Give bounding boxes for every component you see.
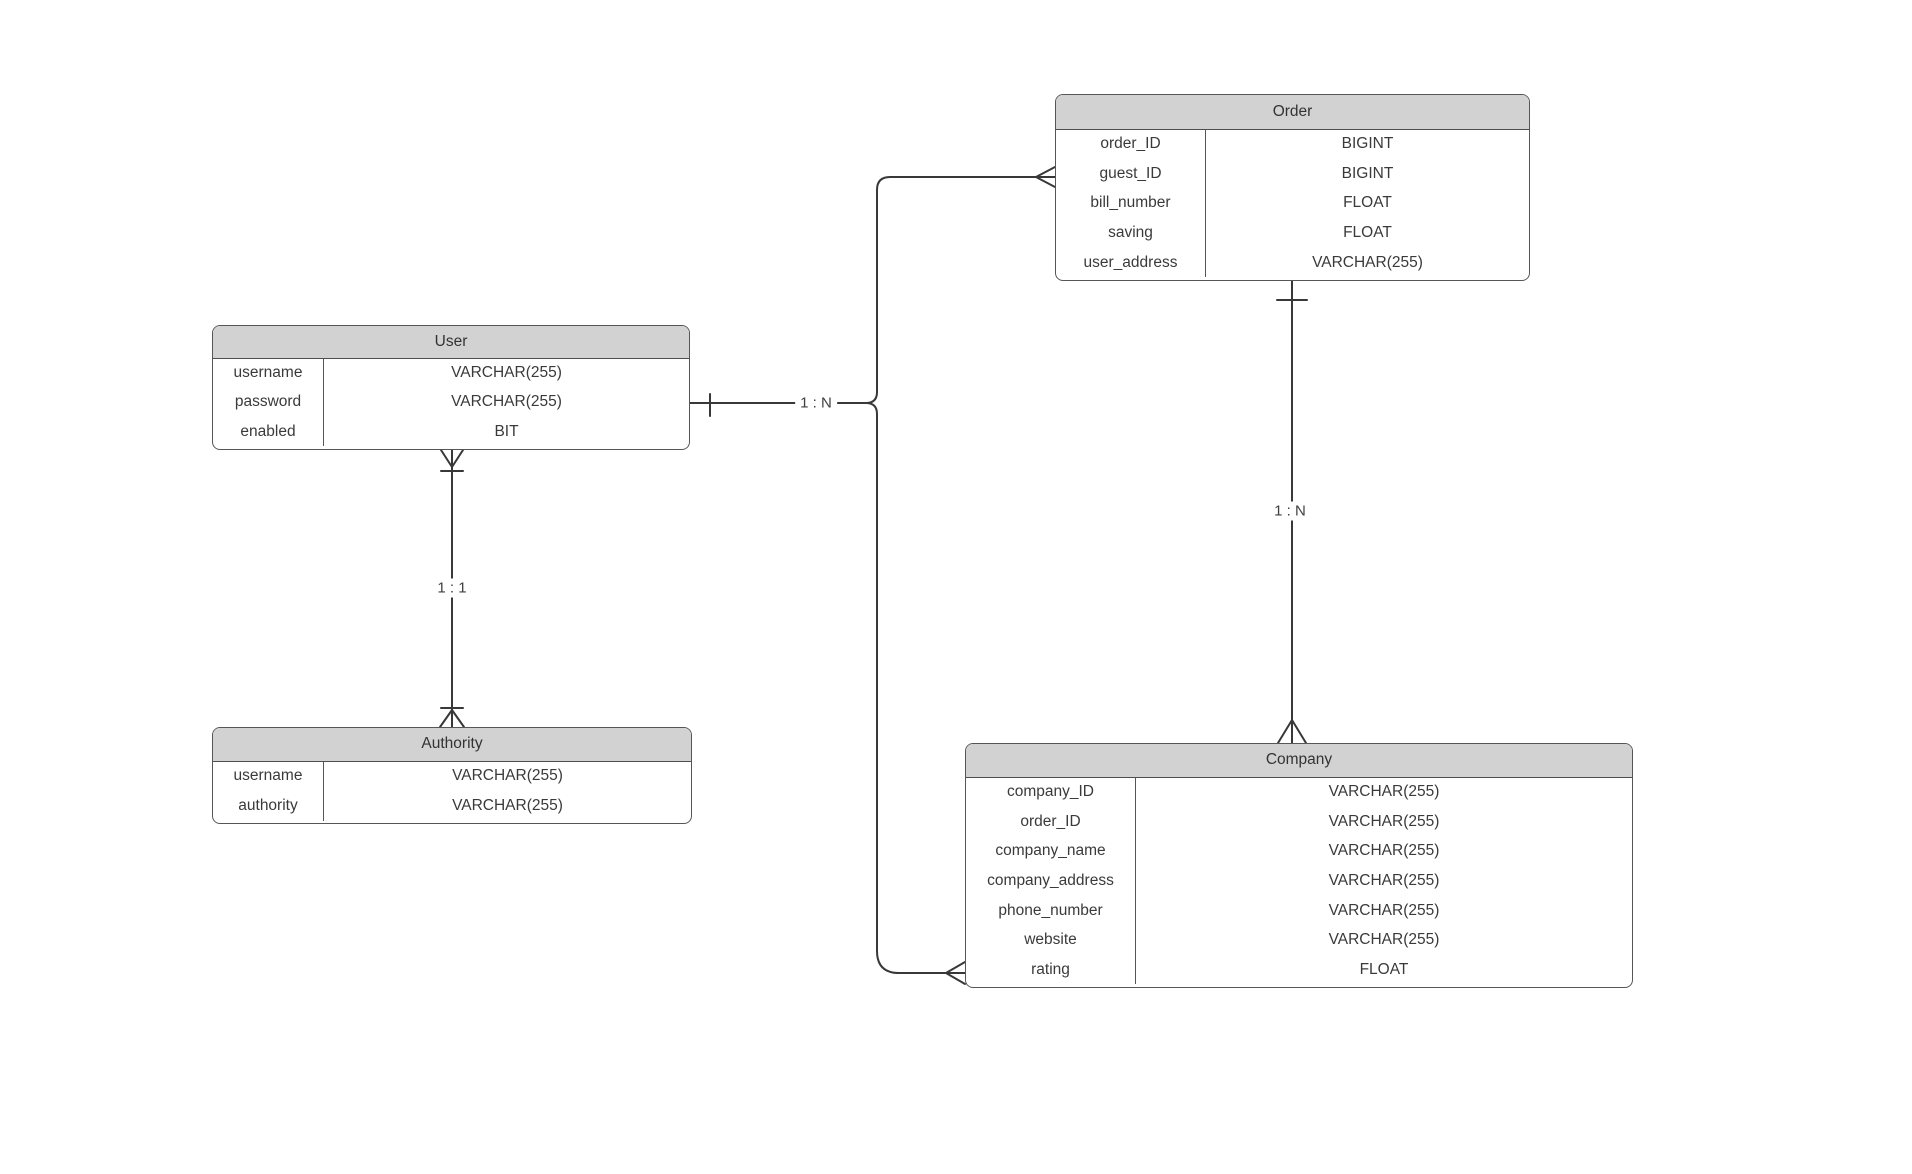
entity-field-row[interactable]: username VARCHAR(255): [213, 358, 689, 388]
relation-label-user-authority: 1 : 1: [432, 578, 472, 598]
entity-field-row[interactable]: company_ID VARCHAR(255): [966, 777, 1632, 808]
entity-field-list: company_ID VARCHAR(255) order_ID VARCHAR(25…: [966, 777, 1632, 985]
edge-user-company[interactable]: [865, 402, 966, 985]
field-name: rating: [966, 954, 1136, 985]
entity-field-row[interactable]: saving FLOAT: [1056, 218, 1529, 248]
crow-foot-user-end: [440, 449, 464, 472]
field-type: VARCHAR(255): [451, 364, 562, 382]
field-type: VARCHAR(255): [452, 767, 563, 785]
field-name: user_address: [1056, 247, 1206, 278]
entity-field-row[interactable]: order_ID BIGINT: [1056, 129, 1529, 160]
field-type: VARCHAR(255): [1328, 812, 1440, 830]
entity-title: User: [213, 326, 689, 359]
entity-title: Company: [966, 744, 1632, 778]
relation-label-user-order: 1 : N: [795, 393, 837, 413]
field-name: website: [966, 925, 1136, 955]
entity-field-row[interactable]: user_address VARCHAR(255): [1056, 247, 1529, 278]
field-name: company_ID: [966, 777, 1136, 808]
entity-field-row[interactable]: company_name VARCHAR(255): [966, 836, 1632, 867]
entity-field-row[interactable]: rating FLOAT: [966, 954, 1632, 985]
entity-field-row[interactable]: guest_ID BIGINT: [1056, 159, 1529, 189]
field-type: VARCHAR(255): [1328, 931, 1440, 949]
field-type: VARCHAR(255): [1328, 842, 1440, 860]
field-type: VARCHAR(255): [1312, 253, 1423, 271]
entity-field-row[interactable]: bill_number FLOAT: [1056, 188, 1529, 219]
field-name: phone_number: [966, 895, 1136, 926]
crow-foot-authority-end: [439, 707, 465, 728]
field-type: VARCHAR(255): [451, 393, 562, 411]
edge-user-order-line[interactable]: [689, 176, 1037, 404]
field-name: password: [213, 387, 324, 418]
crow-foot-order-end: [1035, 166, 1056, 188]
field-name: authority: [213, 791, 324, 821]
field-name: saving: [1056, 218, 1206, 248]
field-type: FLOAT: [1343, 224, 1392, 242]
entity-field-row[interactable]: authority VARCHAR(255): [213, 791, 691, 821]
field-type: VARCHAR(255): [1328, 871, 1440, 889]
entity-field-row[interactable]: order_ID VARCHAR(255): [966, 807, 1632, 837]
field-name: username: [213, 761, 324, 791]
crow-foot-company-left-end: [945, 961, 966, 985]
field-type: FLOAT: [1343, 194, 1392, 212]
field-name: company_address: [966, 866, 1136, 896]
entity-field-row[interactable]: company_address VARCHAR(255): [966, 866, 1632, 896]
entity-title: Authority: [213, 728, 691, 762]
relation-label-order-company: 1 : N: [1269, 501, 1311, 521]
entity-field-row[interactable]: website VARCHAR(255): [966, 925, 1632, 955]
field-type: BIT: [494, 422, 519, 440]
field-name: guest_ID: [1056, 159, 1206, 189]
crow-foot-company-top-end: [1277, 719, 1307, 744]
field-type: VARCHAR(255): [1328, 901, 1440, 919]
entity-field-row[interactable]: password VARCHAR(255): [213, 387, 689, 418]
field-name: company_name: [966, 836, 1136, 867]
entity-title: Order: [1056, 95, 1529, 130]
field-type: FLOAT: [1359, 960, 1409, 978]
field-type: BIGINT: [1341, 164, 1394, 182]
field-name: bill_number: [1056, 188, 1206, 219]
edge-user-company-line[interactable]: [865, 402, 947, 974]
field-type: VARCHAR(255): [452, 796, 563, 814]
entity-field-row[interactable]: enabled BIT: [213, 417, 689, 447]
entity-field-row[interactable]: username VARCHAR(255): [213, 761, 691, 791]
field-name: order_ID: [1056, 129, 1206, 160]
field-type: BIGINT: [1341, 135, 1394, 153]
field-type: VARCHAR(255): [1328, 783, 1440, 801]
entity-field-row[interactable]: phone_number VARCHAR(255): [966, 895, 1632, 926]
field-name: order_ID: [966, 807, 1136, 837]
field-name: username: [213, 358, 324, 388]
edge-user-order[interactable]: [689, 166, 1056, 417]
field-name: enabled: [213, 417, 324, 447]
